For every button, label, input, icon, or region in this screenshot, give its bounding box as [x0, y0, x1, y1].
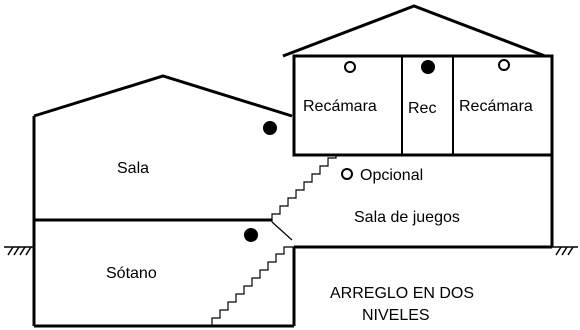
label-bedroom-middle: Rec [408, 100, 436, 117]
upper-staircase [271, 155, 337, 222]
detector-filled-living-room [263, 121, 277, 135]
upper-staircase-underside [271, 221, 293, 241]
lower-staircase [211, 246, 294, 326]
label-living-room: Sala [117, 160, 149, 177]
detector-open-optional [341, 168, 353, 180]
label-bedroom-left: Recámara [303, 98, 377, 115]
label-game-room: Sala de juegos [354, 209, 460, 226]
label-optional: Opcional [360, 167, 423, 184]
left-roof [33, 74, 293, 118]
caption-line-1: ARREGLO EN DOS [330, 285, 474, 302]
label-bedroom-right: Recámara [459, 98, 533, 115]
detector-open-bedroom-left [344, 61, 356, 73]
right-roof [282, 4, 546, 58]
detector-open-bedroom-right [498, 59, 510, 71]
ground-right [552, 246, 578, 256]
detector-filled-basement [244, 228, 258, 242]
label-basement: Sótano [106, 265, 157, 282]
caption-line-2: NIVELES [362, 307, 430, 324]
detector-filled-bedroom-middle [421, 60, 435, 74]
ground-left [4, 246, 34, 256]
upper-floor-walls [292, 54, 554, 157]
